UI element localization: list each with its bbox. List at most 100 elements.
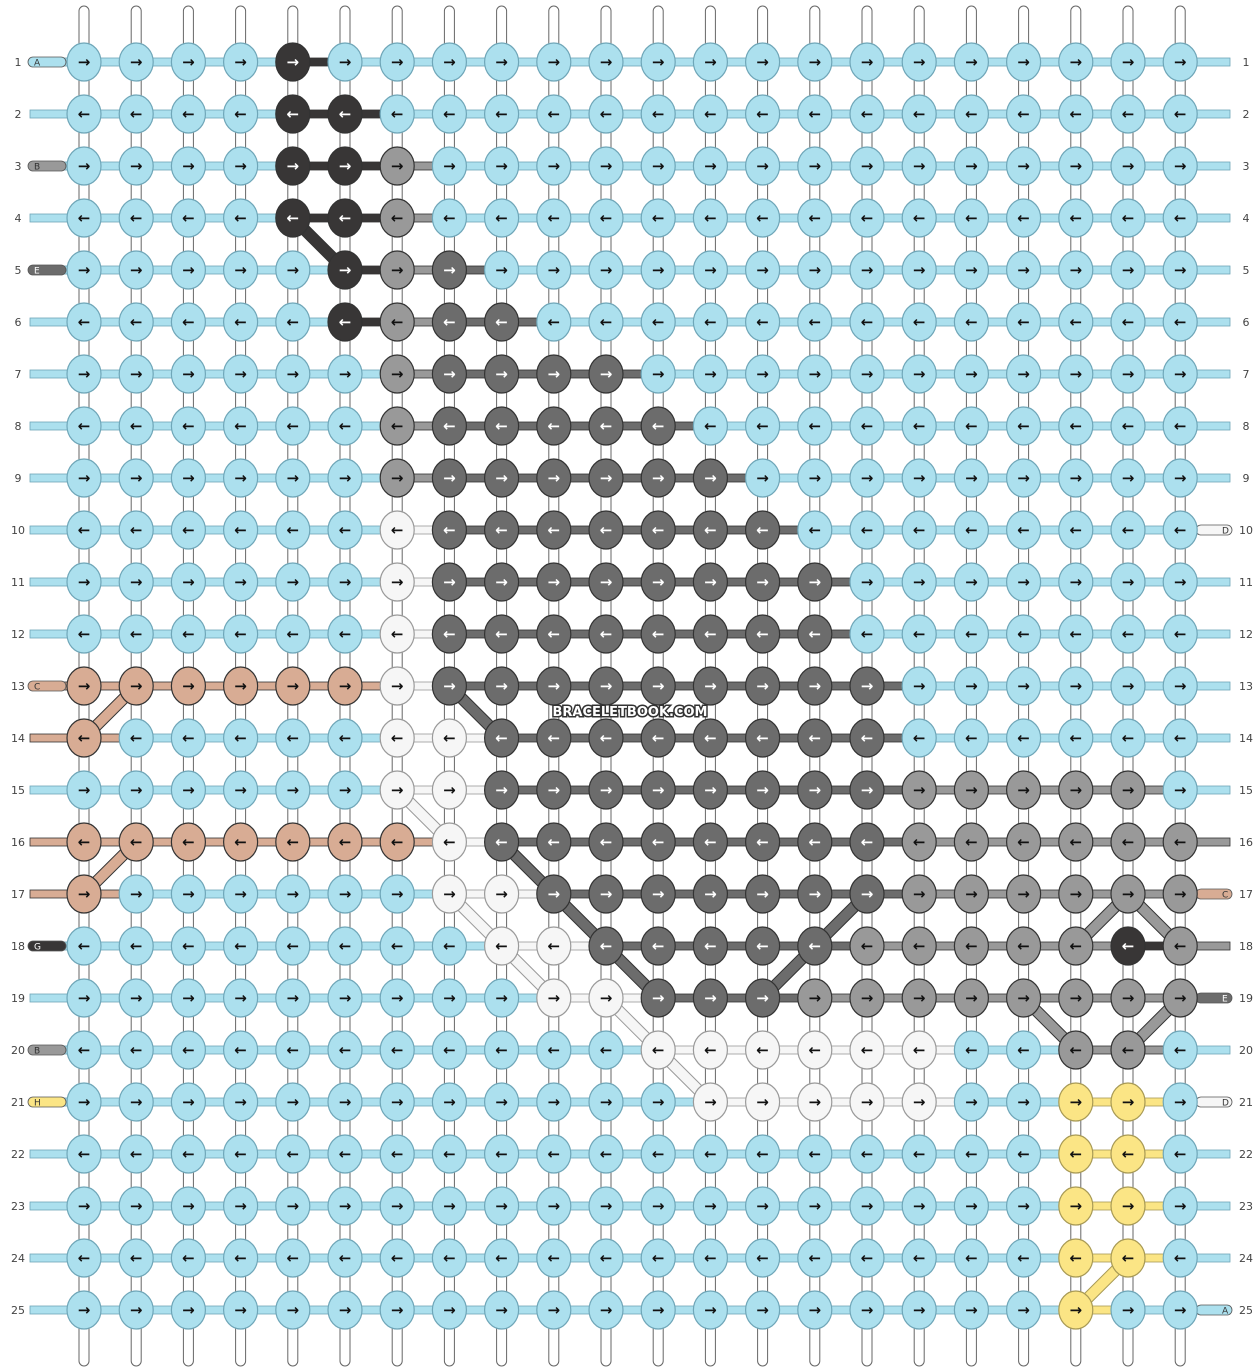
knot: → [327, 1082, 363, 1122]
knot-body [1005, 94, 1042, 134]
arrow-right-icon: → [1017, 157, 1030, 175]
arrow-right-icon: → [548, 53, 561, 71]
knot: → [431, 874, 467, 914]
knot: → [1110, 1290, 1146, 1330]
knot: ← [797, 614, 833, 654]
knot: → [327, 250, 363, 290]
knot-body [170, 354, 206, 394]
arrow-right-icon: → [1070, 677, 1083, 695]
arrow-right-icon: → [965, 1197, 978, 1215]
row-number-left: 5 [15, 264, 22, 277]
arrow-left-icon: ← [339, 729, 352, 747]
knot: ← [170, 1030, 206, 1070]
knot-body [640, 770, 676, 810]
knot: → [1162, 562, 1198, 602]
knot: → [640, 1290, 676, 1330]
knot-body [223, 874, 259, 914]
knot-body [431, 354, 467, 394]
arrow-left-icon: ← [704, 521, 717, 539]
knot-body [170, 926, 206, 966]
knot-body [1110, 718, 1146, 758]
knot-body [1005, 822, 1042, 862]
knot: ← [431, 406, 467, 446]
knot: ← [640, 510, 676, 550]
knot: ← [1110, 822, 1146, 862]
arrow-right-icon: → [234, 677, 247, 695]
arrow-left-icon: ← [130, 1145, 143, 1163]
arrow-left-icon: ← [704, 1249, 717, 1267]
knot: → [170, 978, 206, 1018]
arrow-left-icon: ← [495, 729, 508, 747]
knot: → [223, 874, 259, 914]
arrow-left-icon: ← [182, 1249, 195, 1267]
knot-body [275, 770, 311, 810]
arrow-left-icon: ← [1017, 937, 1030, 955]
knot-body [1110, 42, 1146, 82]
knot: ← [744, 1030, 781, 1070]
knot: → [379, 1290, 415, 1330]
arrow-left-icon: ← [234, 209, 247, 227]
knot: ← [275, 1238, 311, 1278]
arrow-left-icon: ← [652, 105, 665, 123]
knot-body [170, 250, 206, 290]
arrow-left-icon: ← [495, 1041, 508, 1059]
knot-body [1162, 94, 1198, 134]
knot-body [170, 458, 206, 498]
knot-body [797, 822, 833, 862]
arrow-right-icon: → [965, 989, 978, 1007]
arrow-right-icon: → [548, 469, 561, 487]
knot-body [223, 406, 259, 446]
knot: ← [588, 718, 624, 758]
arrow-right-icon: → [495, 469, 508, 487]
knot-body [797, 42, 833, 82]
knot: → [692, 1186, 729, 1226]
row-number-left: 22 [11, 1148, 25, 1161]
arrow-right-icon: → [756, 261, 769, 279]
knot-body [1162, 718, 1198, 758]
knot: → [118, 146, 154, 186]
knot-body [953, 770, 990, 810]
arrow-left-icon: ← [600, 1249, 613, 1267]
knot: → [1162, 666, 1198, 706]
knot: ← [379, 302, 415, 342]
arrow-left-icon: ← [913, 313, 926, 331]
arrow-left-icon: ← [861, 209, 874, 227]
arrow-left-icon: ← [548, 105, 561, 123]
knot: → [379, 666, 415, 706]
arrow-left-icon: ← [1017, 1145, 1030, 1163]
arrow-left-icon: ← [965, 1145, 978, 1163]
knot: → [1110, 666, 1146, 706]
knot: → [797, 1290, 833, 1330]
knot: ← [901, 1134, 937, 1174]
arrow-left-icon: ← [548, 729, 561, 747]
knot: → [327, 874, 363, 914]
knot: ← [275, 302, 311, 342]
arrow-left-icon: ← [234, 105, 247, 123]
arrow-right-icon: → [1122, 157, 1135, 175]
knot: ← [849, 718, 885, 758]
knot: ← [744, 822, 781, 862]
arrow-left-icon: ← [443, 1145, 456, 1163]
knot: ← [275, 718, 311, 758]
knot: ← [484, 1030, 520, 1070]
knot-body [849, 666, 885, 706]
arrow-left-icon: ← [652, 937, 665, 955]
arrow-right-icon: → [652, 989, 665, 1007]
knot: → [1110, 458, 1146, 498]
row-number-right: 18 [1239, 940, 1253, 953]
arrow-right-icon: → [600, 261, 613, 279]
arrow-right-icon: → [182, 1301, 195, 1319]
knot-body [692, 146, 729, 186]
arrow-right-icon: → [548, 885, 561, 903]
knot-body [692, 822, 729, 862]
knot: → [744, 42, 781, 82]
knot-body [1005, 562, 1042, 602]
arrow-left-icon: ← [704, 729, 717, 747]
knot: ← [536, 198, 572, 238]
knot-body [66, 406, 102, 446]
knot: → [431, 250, 467, 290]
knot: → [849, 354, 885, 394]
knot: → [66, 250, 102, 290]
knot-body [744, 614, 781, 654]
arrow-right-icon: → [391, 1197, 404, 1215]
